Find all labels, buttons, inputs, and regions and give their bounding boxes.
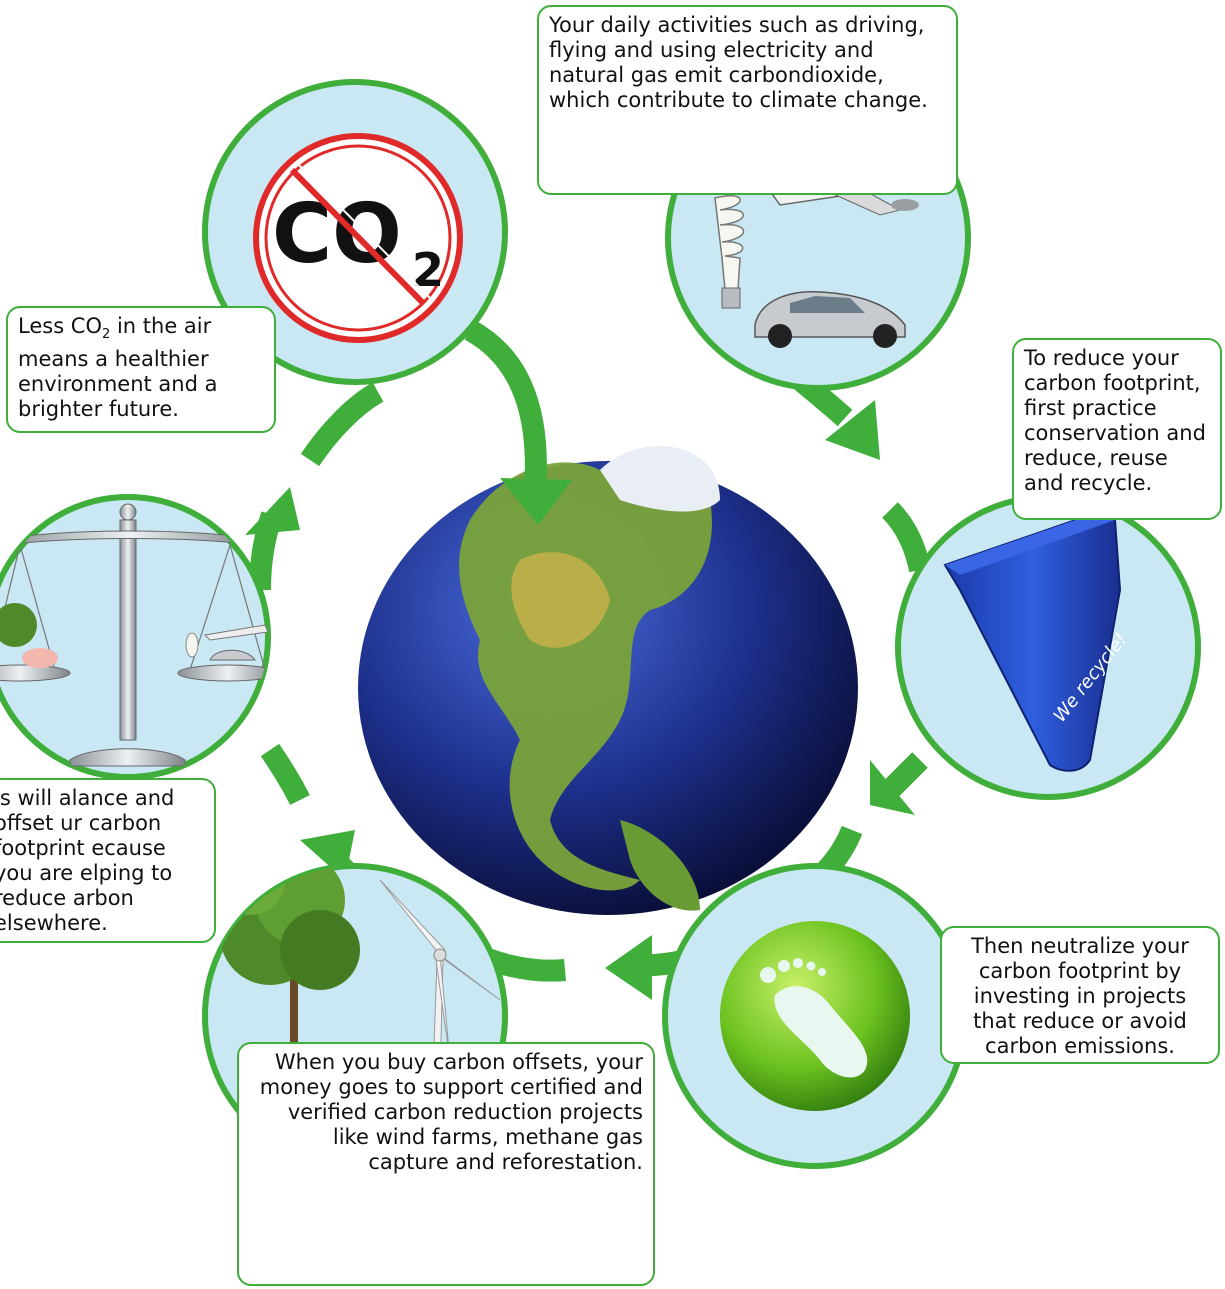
less-co2-text-start: Less CO (18, 314, 102, 338)
callout-carbon-offsets: When you buy carbon offsets, your money … (237, 1042, 655, 1286)
car-icon (754, 291, 906, 348)
arrowhead-co2 (245, 487, 300, 535)
arrow-co2-to-globe (464, 320, 547, 491)
less-co2-subscript: 2 (102, 327, 111, 342)
no-co2-icon: CO 2 (253, 133, 463, 343)
carbon-offsets-text: When you buy carbon offsets, your money … (259, 1050, 643, 1174)
arrowhead-recycle (825, 400, 880, 460)
arrowhead-neutralize (870, 760, 915, 815)
circle-less-co2: CO 2 (202, 79, 508, 385)
less-co2-text: Less CO2 in the air means a healthier en… (18, 314, 264, 422)
circle-recycle: We recycle! (895, 494, 1201, 800)
balance-scale-icon (0, 503, 268, 767)
circle-balance (0, 494, 271, 780)
callout-less-co2: Less CO2 in the air means a healthier en… (6, 306, 276, 433)
callout-reduce-recycle: To reduce your carbon footprint, first p… (1012, 338, 1222, 520)
reduce-recycle-text: To reduce your carbon footprint, first p… (1024, 346, 1206, 495)
arrowhead-globe (500, 478, 572, 525)
callout-balance-offset: is will alance and offset ur carbon foot… (0, 778, 216, 943)
less-co2-text-end: in the air means a healthier environment… (18, 314, 218, 421)
co2-glyph-subscript: 2 (412, 243, 444, 297)
arrow-balance-start (260, 743, 310, 805)
balance-offset-text: is will alance and offset ur carbon foot… (0, 786, 175, 935)
callout-neutralize: Then neutralize your carbon footprint by… (940, 926, 1220, 1064)
recycle-bin-icon: We recycle! (943, 513, 1132, 772)
light-bulb-icon (714, 194, 745, 309)
footprint-icon (720, 921, 910, 1111)
circle-neutralize (662, 863, 968, 1169)
daily-activities-text: Your daily activities such as driving, f… (549, 13, 928, 112)
callout-daily-activities: Your daily activities such as driving, f… (537, 5, 958, 195)
co2-glyph: CO (272, 187, 402, 282)
arrowhead-offsets (605, 935, 652, 1000)
earth-globe-icon (358, 446, 858, 915)
arrow-recycle-start (881, 502, 931, 573)
neutralize-text: Then neutralize your carbon footprint by… (971, 934, 1189, 1058)
arrow-co2-start (300, 382, 384, 467)
